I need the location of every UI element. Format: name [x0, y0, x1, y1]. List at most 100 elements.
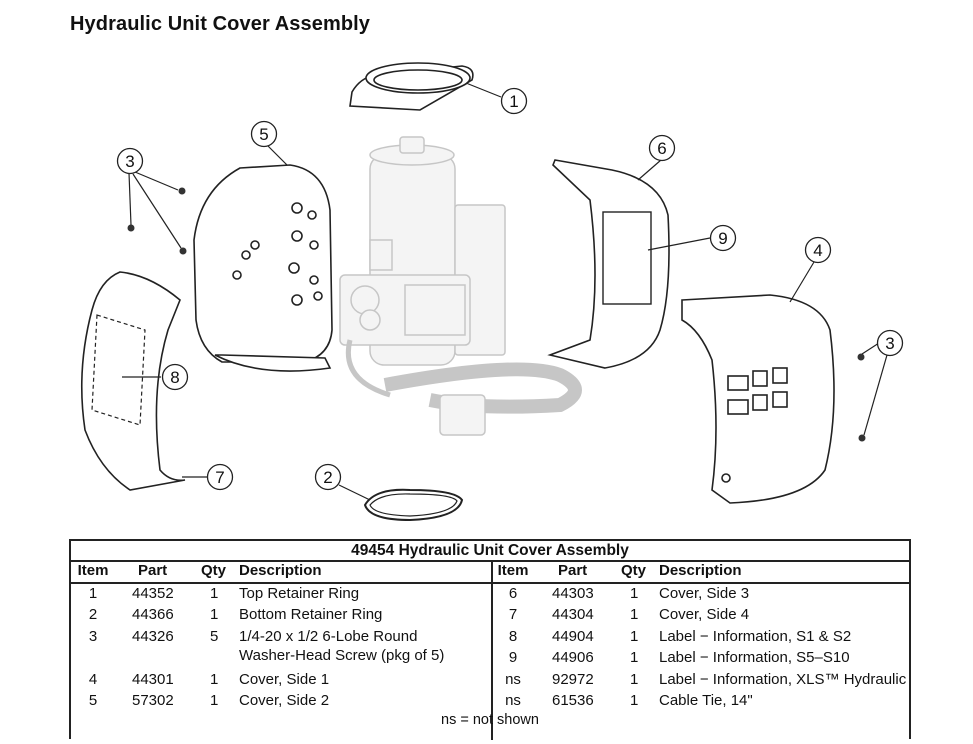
- svg-text:8: 8: [170, 368, 179, 387]
- cell-part: 44326: [132, 628, 174, 645]
- cell-description: Bottom Retainer Ring: [239, 606, 383, 623]
- table-row: 1 44352 1 Top Retainer Ring: [71, 584, 909, 604]
- header-qty-left: Qty: [201, 562, 227, 579]
- parts-table: 49454 Hydraulic Unit Cover Assembly Item…: [69, 539, 911, 740]
- table-header-row: Item Part Qty Description Item Part Qty …: [71, 562, 909, 584]
- cell-item: 8: [508, 628, 518, 645]
- cell-item: 5: [88, 692, 98, 709]
- svg-text:1: 1: [509, 92, 518, 111]
- table-body: 1 44352 1 Top Retainer Ring 2 44366 1 Bo…: [71, 584, 909, 744]
- cell-qty: 1: [630, 649, 639, 666]
- cell-qty: 1: [630, 692, 639, 709]
- bottom-retainer-ring-drawing: [363, 488, 464, 522]
- table-row: 4 44301 1 Cover, Side 1: [71, 670, 909, 690]
- callout-3-right: 3: [876, 329, 904, 357]
- svg-text:7: 7: [215, 468, 224, 487]
- cell-item: 2: [88, 606, 98, 623]
- cell-part: 57302: [132, 692, 174, 709]
- header-item-right: Item: [497, 562, 529, 579]
- svg-text:5: 5: [259, 125, 268, 144]
- header-description-right: Description: [659, 562, 742, 579]
- cell-description: Top Retainer Ring: [239, 585, 360, 602]
- header-item-left: Item: [77, 562, 109, 579]
- table-row: ns 61536 1 Cable Tie, 14": [71, 691, 909, 711]
- cell-part: 92972: [552, 671, 594, 688]
- cell-item: 9: [508, 649, 518, 666]
- callout-7: 7: [206, 463, 234, 491]
- page-title: Hydraulic Unit Cover Assembly: [70, 13, 371, 35]
- cell-qty: 5: [210, 628, 219, 645]
- cover-side-4-drawing: [80, 271, 186, 491]
- table-row: 9 44906 1 Label − Information, S5–S10: [71, 648, 909, 668]
- cell-part: 61536: [552, 692, 594, 709]
- header-qty-right: Qty: [621, 562, 647, 579]
- cover-side-3-drawing: [547, 159, 670, 369]
- table-title: 49454 Hydraulic Unit Cover Assembly: [71, 541, 909, 562]
- callout-5: 5: [250, 120, 278, 148]
- cell-description-line-2: Washer-Head Screw (pkg of 5): [239, 647, 445, 664]
- callout-3-left: 3: [116, 147, 144, 175]
- cell-item: 4: [88, 671, 98, 688]
- cell-item: 3: [88, 628, 98, 645]
- svg-text:2: 2: [323, 468, 332, 487]
- table-row-continuation: Washer-Head Screw (pkg of 5): [71, 646, 909, 666]
- table-row: 2 44366 1 Bottom Retainer Ring: [71, 605, 909, 625]
- table-row: ns 92972 1 Label − Information, XLS™ Hyd…: [71, 670, 909, 690]
- cell-description: Cable Tie, 14": [659, 692, 753, 709]
- cell-item: ns: [505, 692, 521, 709]
- exploded-assembly-diagram: 1 2 3 3 4 5 6 7 8 9: [80, 62, 904, 522]
- svg-text:4: 4: [813, 241, 822, 260]
- table-row: 3 44326 5 1/4-20 x 1/2 6-Lobe Round: [71, 627, 909, 647]
- callout-8: 8: [161, 363, 189, 391]
- callout-2: 2: [314, 463, 342, 491]
- callout-1: 1: [500, 87, 528, 115]
- cell-qty: 1: [630, 606, 639, 623]
- table-row: 6 44303 1 Cover, Side 3: [71, 584, 909, 604]
- cell-description: Cover, Side 2: [239, 692, 330, 709]
- table-row: 5 57302 1 Cover, Side 2: [71, 691, 909, 711]
- cell-part: 44303: [552, 585, 594, 602]
- cell-qty: 1: [630, 628, 639, 645]
- table-row: 7 44304 1 Cover, Side 4: [71, 605, 909, 625]
- svg-text:9: 9: [718, 229, 727, 248]
- header-part-left: Part: [138, 562, 168, 579]
- cell-part: 44304: [552, 606, 594, 623]
- header-description-left: Description: [239, 562, 322, 579]
- table-row: 8 44904 1 Label − Information, S1 & S2: [71, 627, 909, 647]
- cell-item: 7: [508, 606, 518, 623]
- cell-item: 6: [508, 585, 518, 602]
- callout-9: 9: [709, 224, 737, 252]
- cell-item: ns: [505, 671, 521, 688]
- cell-description: Cover, Side 4: [659, 606, 750, 623]
- top-retainer-ring-drawing: [349, 62, 474, 111]
- callout-6: 6: [648, 134, 676, 162]
- callout-4: 4: [804, 236, 832, 264]
- cell-qty: 1: [210, 606, 219, 623]
- cell-qty: 1: [210, 692, 219, 709]
- svg-text:6: 6: [657, 139, 666, 158]
- cell-item: 1: [88, 585, 98, 602]
- cell-part: 44352: [132, 585, 174, 602]
- cover-side-2-drawing: [193, 164, 333, 372]
- column-divider: [491, 560, 493, 740]
- cell-qty: 1: [630, 671, 639, 688]
- svg-text:3: 3: [885, 334, 894, 353]
- cell-qty: 1: [210, 671, 219, 688]
- table-footnote: ns = not shown: [441, 712, 539, 728]
- cell-description: 1/4-20 x 1/2 6-Lobe Round: [239, 628, 418, 645]
- cell-description: Label − Information, XLS™ Hydraulic: [659, 671, 907, 688]
- cell-qty: 1: [630, 585, 639, 602]
- hydraulic-power-unit-drawing: [339, 136, 582, 436]
- header-part-right: Part: [558, 562, 588, 579]
- cell-qty: 1: [210, 585, 219, 602]
- cover-side-1-drawing: [681, 294, 835, 504]
- screw-drawings: [127, 187, 866, 442]
- cell-description: Cover, Side 1: [239, 671, 330, 688]
- leader-lines: [122, 82, 888, 501]
- cell-description: Label − Information, S5–S10: [659, 649, 850, 666]
- cell-part: 44366: [132, 606, 174, 623]
- svg-text:3: 3: [125, 152, 134, 171]
- cell-part: 44904: [552, 628, 594, 645]
- cell-description: Label − Information, S1 & S2: [659, 628, 852, 645]
- cell-part: 44301: [132, 671, 174, 688]
